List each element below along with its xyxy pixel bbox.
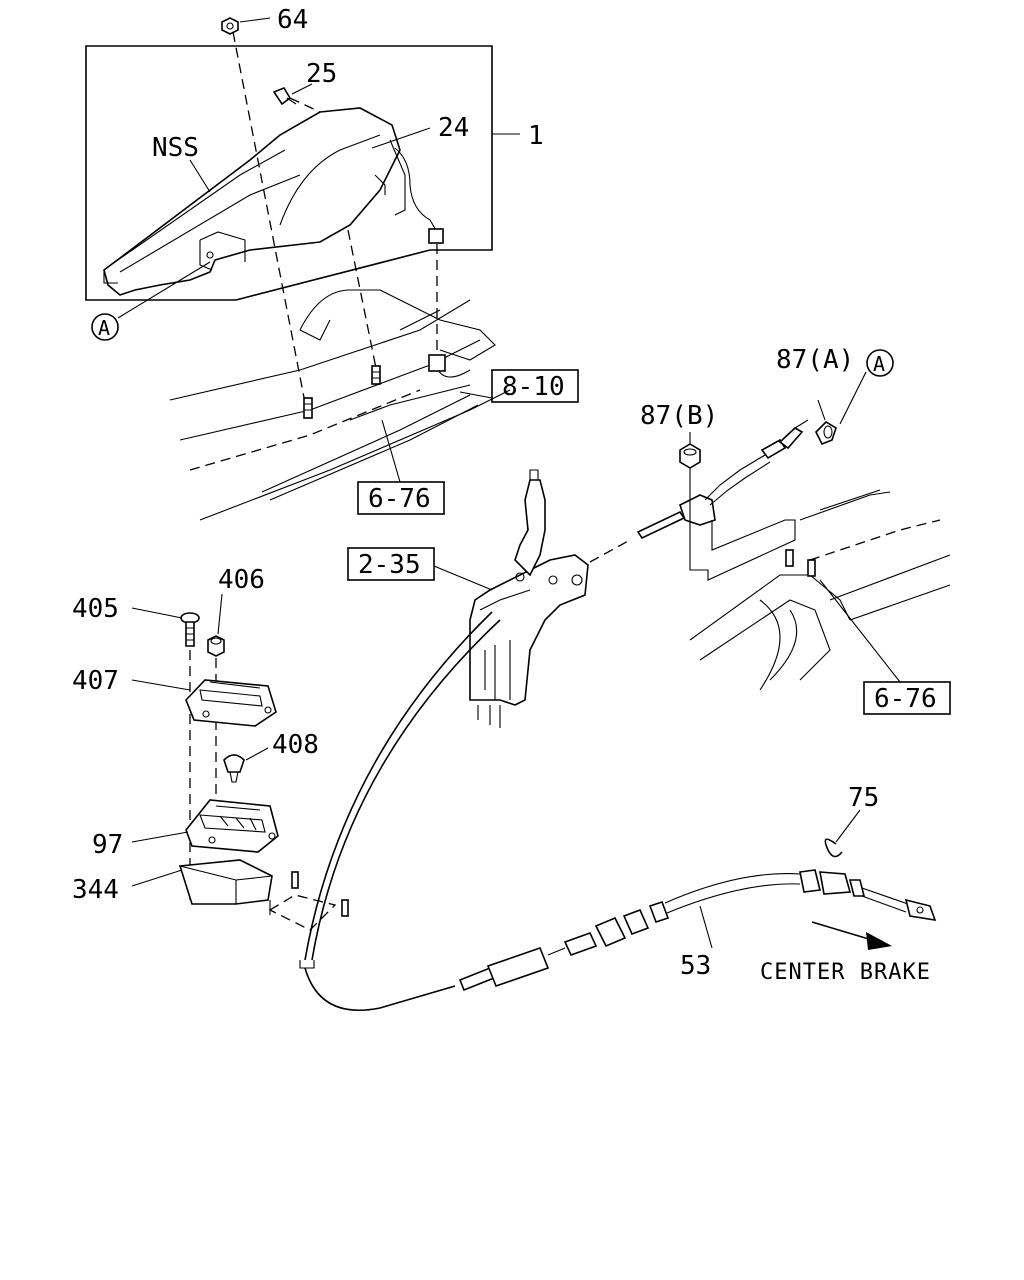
leader-callout-a-right xyxy=(839,371,867,425)
ref-6-76-top: 6-76 xyxy=(368,484,431,514)
callout-a-right: A xyxy=(873,352,885,376)
leader-25 xyxy=(291,83,313,95)
label-nss: NSS xyxy=(152,133,199,163)
leader-callout-a-left xyxy=(117,261,211,319)
floor-tunnel-right xyxy=(689,489,951,691)
leader-75 xyxy=(835,809,861,843)
label-344: 344 xyxy=(72,875,119,905)
cable-53 xyxy=(458,869,937,992)
label-408: 408 xyxy=(272,730,319,760)
nut-64 xyxy=(221,17,239,35)
connector-24 xyxy=(428,228,444,244)
leader-53 xyxy=(699,905,713,949)
leader-nss xyxy=(189,159,211,193)
leader-64 xyxy=(239,17,271,23)
label-87b: 87(B) xyxy=(640,401,718,431)
leader-87a xyxy=(817,399,826,421)
leader-407 xyxy=(131,679,191,691)
leader-6-76-right xyxy=(819,579,901,683)
label-53: 53 xyxy=(680,951,711,981)
connector-lower xyxy=(428,354,446,372)
callout-circle-a-left xyxy=(91,313,119,341)
label-405: 405 xyxy=(72,594,119,624)
ref-box-2-35 xyxy=(347,547,435,581)
studs-upper xyxy=(303,365,381,419)
harness-24 xyxy=(394,147,438,233)
install-87b xyxy=(689,468,796,581)
long-cable xyxy=(304,611,493,961)
console-nss xyxy=(103,107,406,296)
label-24: 24 xyxy=(438,113,469,143)
leader-97 xyxy=(131,831,189,843)
rod-dash xyxy=(589,539,631,563)
bracket-407 xyxy=(185,679,277,727)
leader-406 xyxy=(217,593,223,635)
label-97: 97 xyxy=(92,830,123,860)
bracket-97 xyxy=(185,799,279,853)
bolt-405 xyxy=(180,612,200,647)
leader-405 xyxy=(131,607,183,619)
leader-344 xyxy=(131,869,183,887)
label-25: 25 xyxy=(306,59,337,89)
long-cable-inner xyxy=(311,619,501,961)
direction-center-brake: CENTER BRAKE xyxy=(760,960,931,985)
ref-box-6-76-right xyxy=(863,681,951,715)
ref-box-8-10 xyxy=(491,369,579,403)
direction-arrow xyxy=(811,921,892,950)
plug-408 xyxy=(223,754,245,783)
ref-box-6-76-top xyxy=(357,481,445,515)
front-cable-adjuster xyxy=(679,419,809,526)
callout-circle-a-right xyxy=(866,349,894,377)
label-75: 75 xyxy=(848,783,879,813)
label-64: 64 xyxy=(277,5,308,35)
label-406: 406 xyxy=(218,565,265,595)
dash-line-25 xyxy=(289,97,321,113)
label-1: 1 xyxy=(528,121,544,151)
pad-344 xyxy=(178,859,273,905)
dash-line-stud xyxy=(347,229,377,369)
label-87a: 87(A) xyxy=(776,345,854,375)
rod xyxy=(636,510,686,540)
clip-75 xyxy=(824,838,843,858)
callout-a-left: A xyxy=(98,316,110,340)
ref-6-76-right: 6-76 xyxy=(874,684,937,714)
floor-tunnel-upper xyxy=(169,289,511,521)
studs-lower xyxy=(268,871,349,931)
dash-line-64 xyxy=(232,31,309,419)
leader-6-76-top xyxy=(381,419,401,483)
assembly-box-part-1 xyxy=(85,45,493,301)
nut-406 xyxy=(207,635,225,657)
leader-8-10 xyxy=(459,391,493,399)
cable-loop xyxy=(304,967,456,1012)
leader-408 xyxy=(245,747,269,761)
ref-2-35: 2-35 xyxy=(358,550,421,580)
screw-25 xyxy=(272,87,297,106)
cable-end-lower xyxy=(299,960,315,969)
leader-24 xyxy=(371,127,431,149)
label-407: 407 xyxy=(72,666,119,696)
brake-lever xyxy=(469,469,589,728)
leader-2-35 xyxy=(433,565,493,591)
nut-87b xyxy=(679,443,701,469)
clip-87a xyxy=(815,420,837,446)
ref-8-10: 8-10 xyxy=(502,372,565,402)
